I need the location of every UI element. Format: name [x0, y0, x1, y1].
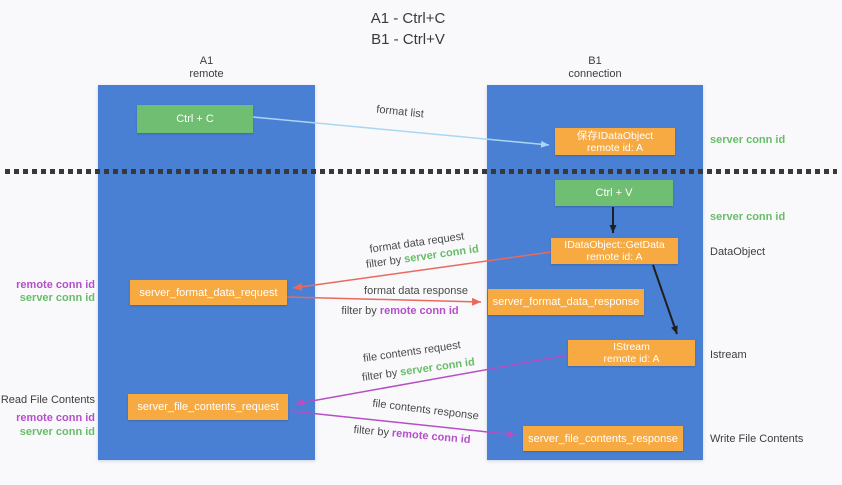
lane-b-name: B1	[588, 55, 602, 67]
node-server-format-data-response-label: server_format_data_response	[492, 296, 640, 308]
node-save-idataobject-line1: 保存IDataObject	[576, 129, 654, 142]
node-istream: IStream remote id: A	[568, 340, 695, 366]
node-ctrl-v: Ctrl + V	[555, 180, 673, 206]
lane-b-header: B1 connection	[487, 55, 703, 81]
note-read-file-contents: Read File Contents	[0, 394, 95, 406]
note-server-conn-id-top: server conn id	[710, 134, 786, 146]
label-file-contents-response: file contents response	[371, 397, 480, 423]
note-remote-conn-id-1: remote conn id	[16, 279, 95, 291]
node-idataobject-getdata: IDataObject::GetData remote id: A	[551, 238, 678, 264]
note-istream: Istream	[710, 349, 747, 361]
note-remote-conn-id-2: remote conn id	[16, 412, 95, 424]
note-server-conn-id-1: server conn id	[19, 292, 95, 304]
node-ctrl-c-label: Ctrl + C	[176, 113, 214, 125]
lane-a-header: A1 remote	[98, 55, 315, 81]
filter-key-remote-conn-id: remote conn id	[391, 427, 471, 447]
node-ctrl-c: Ctrl + C	[137, 105, 253, 133]
node-server-file-contents-response: server_file_contents_response	[523, 426, 683, 451]
node-idataobject-getdata-line1: IDataObject::GetData	[564, 239, 665, 251]
node-server-format-data-response: server_format_data_response	[488, 289, 644, 315]
note-server-conn-id-2: server conn id	[19, 426, 95, 438]
node-ctrl-v-label: Ctrl + V	[595, 187, 633, 199]
lane-a-role: remote	[189, 68, 224, 80]
note-dataobject: DataObject	[710, 246, 766, 258]
node-server-format-data-request-label: server_format_data_request	[139, 286, 278, 299]
diagram-title: A1 - Ctrl+C B1 - Ctrl+V	[0, 8, 816, 50]
label-format-data-response: format data response	[364, 285, 468, 297]
filter-by-prefix: filter by	[353, 423, 390, 439]
node-server-file-contents-response-label: server_file_contents_response	[528, 432, 678, 445]
note-server-conn-id-mid: server conn id	[710, 211, 786, 223]
node-istream-line1: IStream	[613, 341, 650, 353]
lane-b-role: connection	[568, 68, 622, 80]
label-format-list: format list	[375, 103, 425, 121]
title-line-2: B1 - Ctrl+V	[371, 31, 445, 48]
node-save-idataobject-line2: remote id: A	[586, 141, 644, 154]
node-server-format-data-request: server_format_data_request	[130, 280, 287, 305]
filter-key-server-conn-id: server conn id	[399, 356, 476, 379]
node-istream-line2: remote id: A	[603, 353, 660, 365]
lane-a-name: A1	[199, 55, 214, 67]
title-line-1: A1 - Ctrl+C	[370, 10, 446, 27]
node-save-idataobject: 保存IDataObject remote id: A	[555, 128, 675, 155]
dotted-separator-line	[5, 169, 837, 174]
filter-key-remote-conn-id: remote conn id	[379, 305, 459, 317]
note-write-file-contents: Write File Contents	[710, 433, 804, 445]
node-server-file-contents-request-label: server_file_contents_request	[137, 401, 279, 413]
node-idataobject-getdata-line2: remote id: A	[586, 251, 643, 263]
filter-by-prefix: filter by	[341, 305, 377, 317]
filter-by-prefix: filter by	[361, 367, 399, 384]
node-server-file-contents-request: server_file_contents_request	[128, 394, 288, 420]
